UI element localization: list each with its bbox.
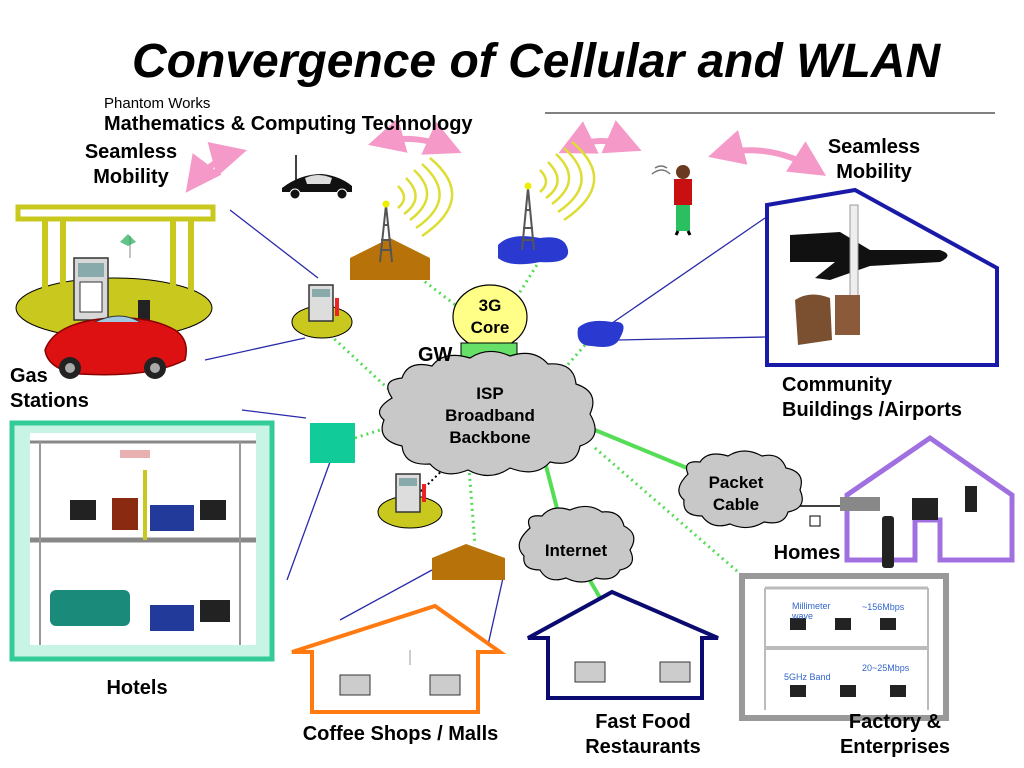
gas-stations-label: Gas Stations: [10, 364, 89, 414]
packet-cable-cloud-shape: [678, 450, 803, 529]
seamless-right-line2: Mobility: [836, 161, 912, 183]
page-title: Convergence of Cellular and WLAN: [132, 35, 941, 88]
internet-cloud-shape: [518, 505, 635, 583]
gas-stations-line2: Stations: [10, 390, 89, 412]
core-3g-label: 3G Core: [455, 295, 525, 339]
factory-line2: Enterprises: [839, 736, 951, 758]
isp-line2: Broadband: [445, 406, 535, 425]
small-house: [432, 544, 505, 580]
fastfood-label: Fast Food Restaurants: [572, 710, 714, 760]
hotspot-square: [310, 423, 355, 463]
factory-line1: Factory &: [848, 711, 942, 733]
community-line1: Community: [782, 374, 892, 396]
community-building: [765, 187, 999, 367]
factory-label: Factory & Enterprises: [820, 710, 970, 760]
packet-cable-line2: Cable: [712, 495, 760, 514]
factory-building: [739, 573, 949, 721]
isp-line1: ISP: [476, 384, 504, 403]
hotels-label: Hotels: [106, 677, 168, 699]
fastfood-line2: Restaurants: [585, 736, 701, 758]
car-icon: [282, 155, 352, 200]
gw-label: GW: [418, 344, 453, 366]
seamless-left-line2: Mobility: [93, 166, 169, 188]
dotted-link-station: [419, 454, 459, 493]
coffee-building: [291, 603, 507, 714]
blue-links: [204, 209, 766, 646]
factory-band-label: 5GHz Band: [784, 672, 831, 682]
gas-pump-small-2: [377, 473, 443, 529]
mobility-arrows: [185, 118, 827, 193]
homes-label: Homes: [773, 542, 841, 564]
fastfood-building: [527, 589, 719, 700]
gas-station-scene: [15, 204, 216, 379]
gas-stations-line1: Gas: [10, 365, 48, 387]
packet-cable-line1: Packet: [708, 473, 764, 492]
seamless-left-line1: Seamless: [84, 141, 178, 163]
isp-cloud-shape: [378, 350, 596, 477]
factory-rate-bottom: 20~25Mbps: [862, 663, 910, 673]
cell-tower-2: [498, 141, 596, 265]
fastfood-line1: Fast Food: [595, 711, 691, 733]
dept-name: Mathematics & Computing Technology: [104, 113, 473, 135]
seamless-mobility-left-label: Seamless Mobility: [75, 140, 187, 190]
hotel-building: [9, 420, 275, 662]
seamless-mobility-right-label: Seamless Mobility: [815, 135, 933, 185]
person-phone: [651, 165, 692, 236]
org-name: Phantom Works: [104, 95, 211, 112]
seamless-right-line1: Seamless: [827, 136, 921, 158]
gas-pump-small-1: [291, 284, 353, 339]
isp-line3: Backbone: [449, 428, 531, 447]
small-lake: [577, 320, 624, 347]
factory-rate-top: ~156Mbps: [862, 602, 905, 612]
coffee-label: Coffee Shops / Malls: [302, 723, 499, 745]
packet-cable-label: Packet Cable: [698, 472, 774, 516]
internet-label: Internet: [544, 541, 608, 560]
community-label: Community Buildings /Airports: [782, 373, 994, 423]
mmwave-line2: wave: [792, 611, 814, 621]
cell-tower-1: [350, 157, 454, 280]
factory-mmwave-label: Millimeter wave: [792, 601, 831, 621]
isp-backbone-label: ISP Broadband Backbone: [430, 383, 550, 449]
core-3g-line1: 3G: [478, 296, 502, 315]
core-3g-line2: Core: [470, 318, 510, 337]
mmwave-line1: Millimeter: [792, 601, 831, 611]
homes-building: [809, 434, 1015, 568]
community-line2: Buildings /Airports: [782, 399, 962, 421]
